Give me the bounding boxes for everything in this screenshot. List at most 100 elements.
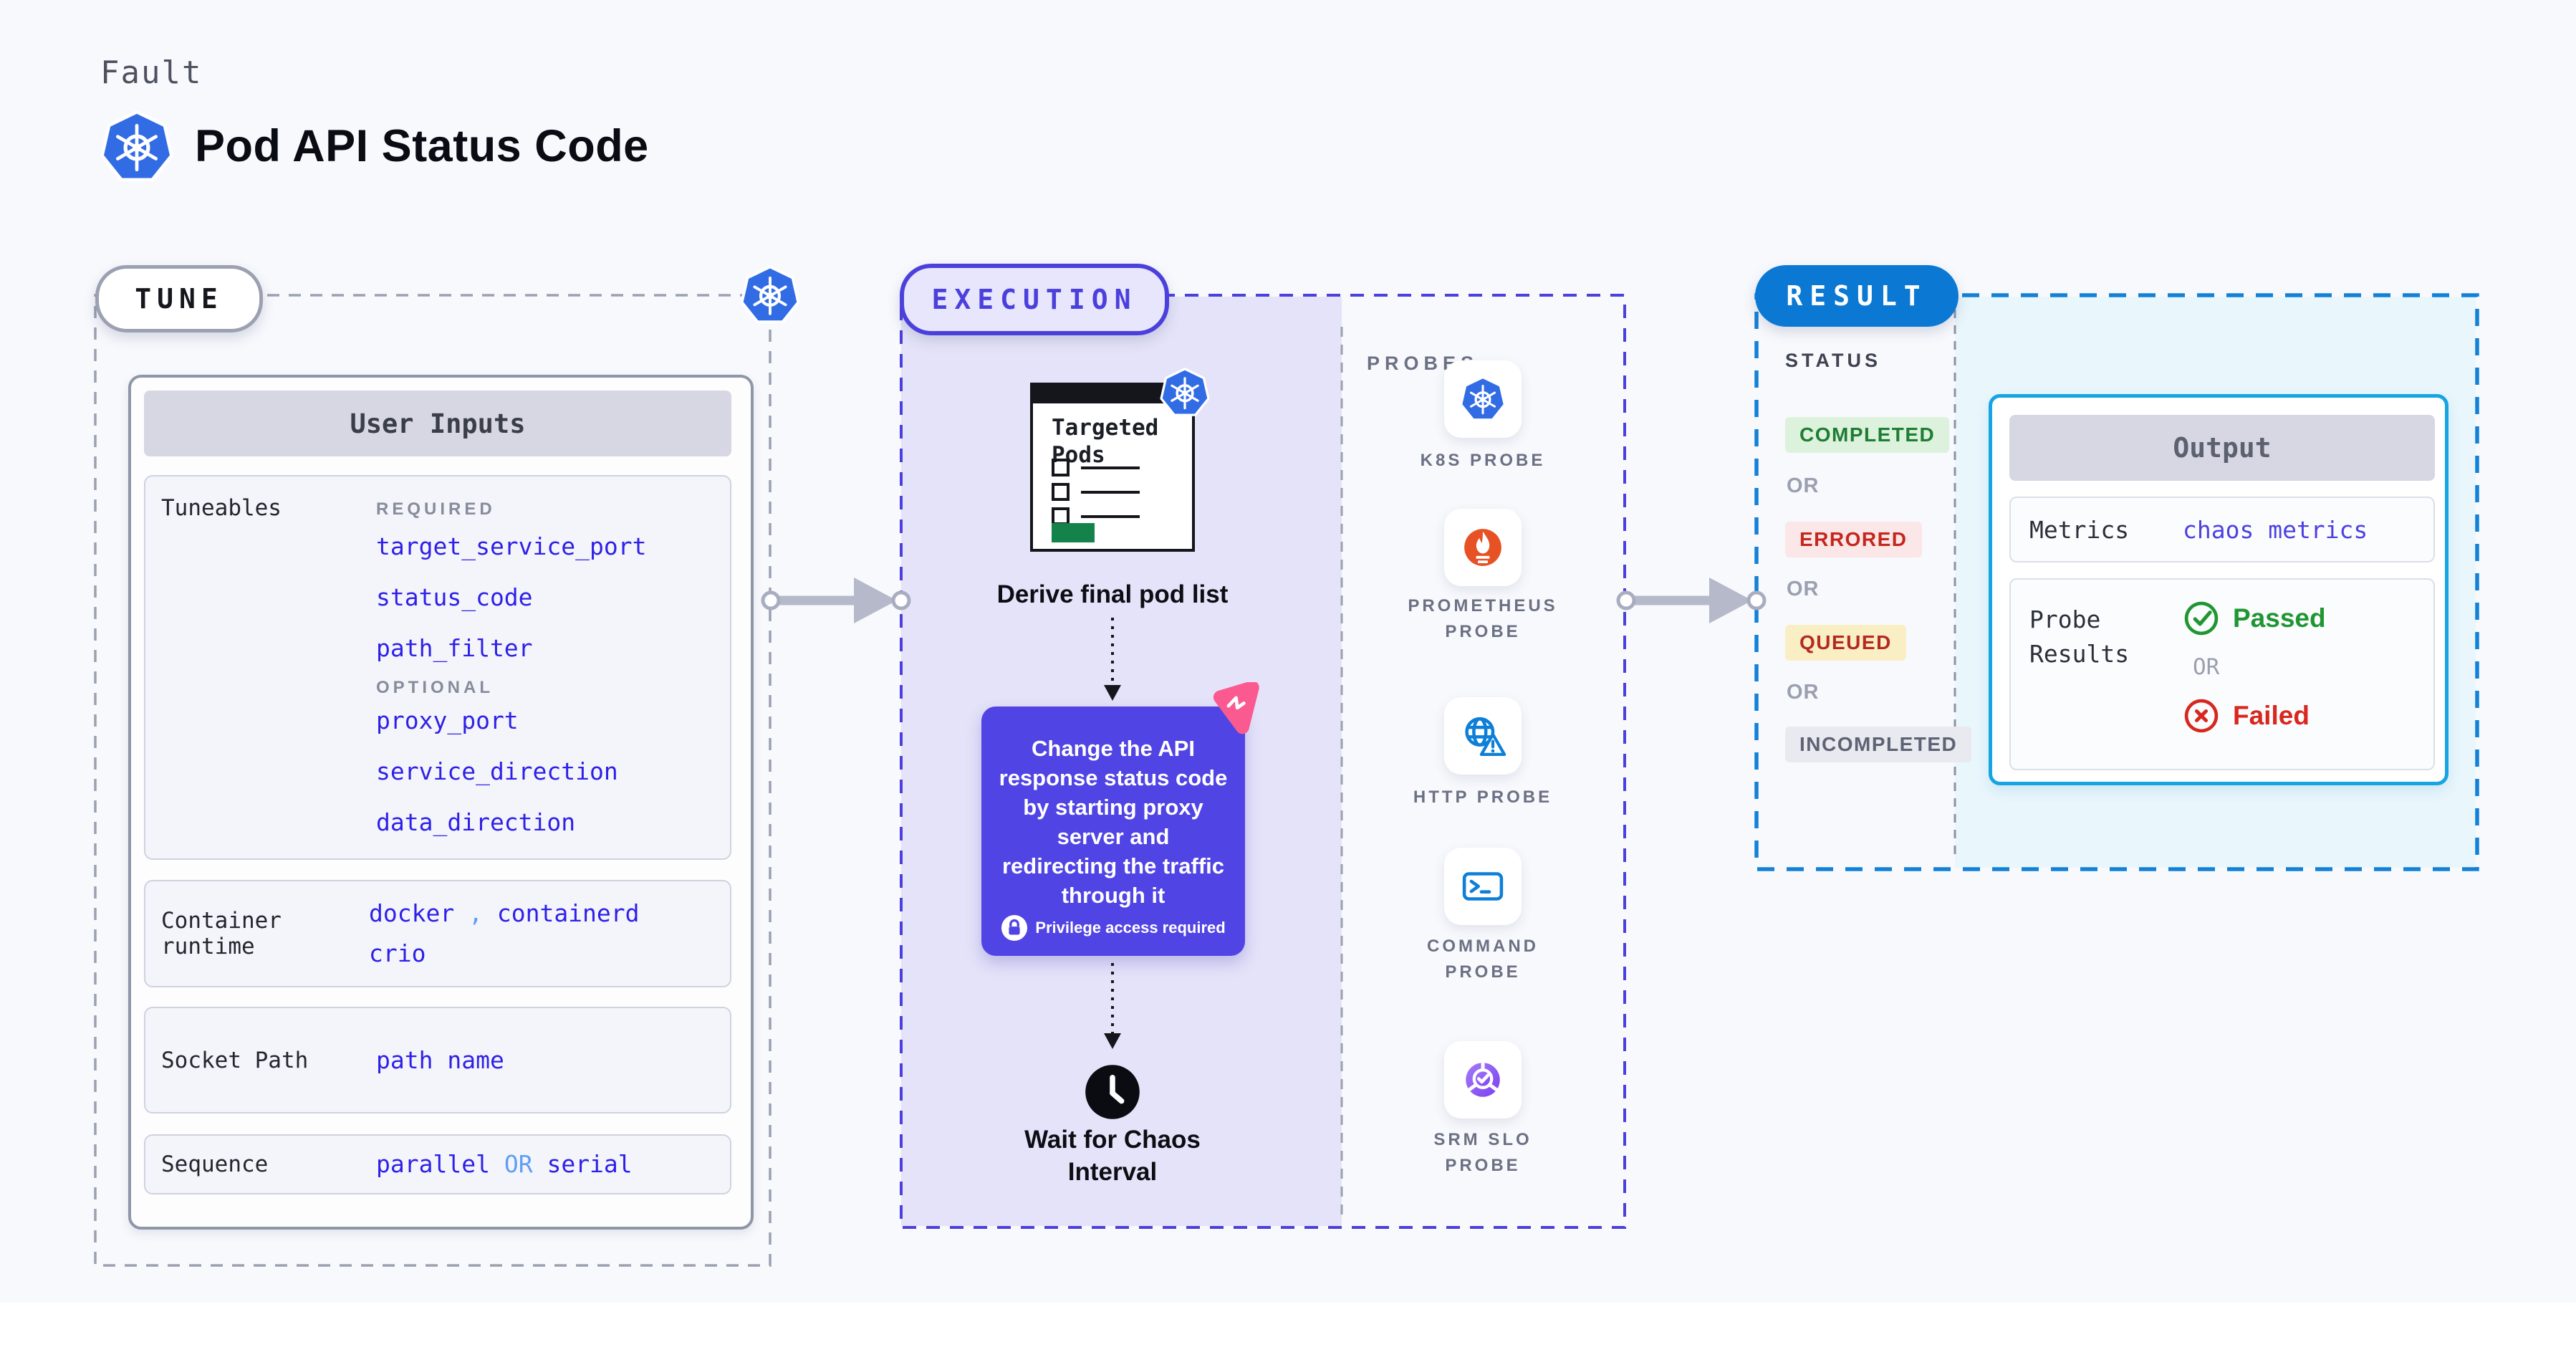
probe-card-k8s bbox=[1444, 360, 1522, 438]
targeted-pods-title: Targeted Pods bbox=[1052, 415, 1159, 468]
arrow-right-icon bbox=[1616, 578, 1767, 623]
status-badge-completed: COMPLETED bbox=[1785, 417, 1950, 453]
tuneable-service-direction: service_direction bbox=[376, 757, 618, 785]
status-heading: STATUS bbox=[1785, 350, 1881, 371]
probe-card-prometheus bbox=[1444, 509, 1522, 586]
optional-label: OPTIONAL bbox=[376, 678, 494, 697]
list-line bbox=[1081, 514, 1140, 518]
arrow-right-icon bbox=[761, 578, 911, 623]
kubernetes-icon bbox=[1459, 375, 1506, 423]
tune-dashed-border bbox=[94, 294, 772, 1267]
check-circle-icon bbox=[2183, 600, 2220, 637]
globe-warning-icon bbox=[1458, 711, 1508, 761]
page-title: Pod API Status Code bbox=[195, 121, 649, 171]
slo-pie-icon bbox=[1457, 1054, 1509, 1106]
sequence-value: parallel OR serial bbox=[376, 1144, 691, 1184]
or-separator: OR bbox=[1787, 681, 1820, 704]
probe-card-command bbox=[1444, 848, 1522, 925]
probe-label: HTTP PROBE bbox=[1413, 787, 1553, 807]
lock-icon bbox=[1001, 914, 1028, 942]
socket-path-card: Socket Path path name bbox=[144, 1007, 731, 1113]
clock-icon bbox=[1082, 1062, 1143, 1122]
required-label: REQUIRED bbox=[376, 499, 496, 519]
kubernetes-logo-icon bbox=[99, 109, 175, 185]
status-badge-queued: QUEUED bbox=[1785, 625, 1906, 661]
output-header: Output bbox=[2009, 415, 2435, 481]
tune-section-badge: TUNE bbox=[95, 265, 263, 332]
fault-action-card: Change the API response status code by s… bbox=[981, 707, 1245, 956]
terminal-icon bbox=[1458, 861, 1508, 911]
passed-label: Passed bbox=[2233, 603, 2326, 633]
fault-kicker: Fault bbox=[100, 54, 203, 91]
result-section-badge: RESULT bbox=[1755, 265, 1959, 327]
pods-green-button bbox=[1052, 523, 1095, 542]
runtime-containerd: containerd bbox=[496, 899, 640, 927]
metrics-row: Metrics chaos metrics bbox=[2009, 497, 2435, 562]
probe-results-row: Probe Results Passed OR Failed bbox=[2009, 578, 2435, 770]
sequence-serial: serial bbox=[547, 1150, 633, 1178]
status-badge-errored: ERRORED bbox=[1785, 522, 1922, 557]
list-line bbox=[1081, 490, 1140, 494]
privilege-note: Privilege access required bbox=[981, 914, 1245, 942]
dotted-arrow-icon bbox=[1104, 618, 1121, 701]
probe-card-srm-slo bbox=[1444, 1041, 1522, 1119]
status-badge-incompleted: INCOMPLETED bbox=[1785, 727, 1972, 762]
execution-dashed-border bbox=[900, 294, 1626, 1229]
sequence-parallel: parallel bbox=[376, 1150, 490, 1178]
privilege-note-text: Privilege access required bbox=[1035, 919, 1226, 937]
runtime-docker: docker bbox=[369, 899, 455, 927]
sequence-label: Sequence bbox=[161, 1151, 269, 1177]
user-inputs-header: User Inputs bbox=[144, 391, 731, 456]
x-circle-icon bbox=[2183, 697, 2220, 734]
result-dashed-border bbox=[1754, 293, 2479, 871]
probe-results-label: Probe Results bbox=[2029, 605, 2130, 668]
checkbox-icon bbox=[1052, 459, 1070, 476]
kubernetes-icon bbox=[1159, 367, 1211, 418]
pod-list-item bbox=[1052, 483, 1140, 501]
list-line bbox=[1081, 466, 1140, 469]
output-card: Output Metrics chaos metrics Probe Resul… bbox=[1989, 394, 2448, 785]
sequence-card: Sequence parallel OR serial bbox=[144, 1134, 731, 1194]
tuneable-target-service-port: target_service_port bbox=[376, 532, 647, 560]
checkbox-icon bbox=[1052, 483, 1070, 501]
container-runtime-label: Container runtime bbox=[161, 908, 282, 959]
tuneables-card: Tuneables REQUIRED target_service_port s… bbox=[144, 475, 731, 860]
or-separator: OR bbox=[1787, 578, 1820, 600]
passed-row: Passed bbox=[2183, 600, 2326, 637]
tuneables-label: Tuneables bbox=[161, 495, 282, 521]
or-separator: OR bbox=[1787, 474, 1820, 497]
targeted-pods-card: Targeted Pods bbox=[1030, 383, 1195, 552]
failed-label: Failed bbox=[2233, 701, 2310, 730]
runtime-crio: crio bbox=[369, 939, 426, 967]
metrics-value: chaos metrics bbox=[2183, 515, 2368, 544]
runtime-separator: , bbox=[468, 899, 483, 927]
container-runtime-values: docker , containerd crio bbox=[369, 894, 684, 974]
probe-label: PROMETHEUS PROBE bbox=[1408, 596, 1558, 641]
bottom-strip bbox=[0, 1303, 2576, 1365]
tuneable-status-code: status_code bbox=[376, 583, 533, 611]
metrics-label: Metrics bbox=[2029, 515, 2130, 544]
probe-label: SRM SLO PROBE bbox=[1433, 1130, 1532, 1175]
pod-list-item bbox=[1052, 459, 1140, 476]
tuneable-data-direction: data_direction bbox=[376, 808, 576, 836]
wait-chaos-caption: Wait for Chaos Interval bbox=[1024, 1126, 1201, 1186]
fault-action-text: Change the API response status code by s… bbox=[999, 736, 1228, 908]
probe-card-http bbox=[1444, 697, 1522, 775]
or-separator: OR bbox=[2193, 654, 2220, 680]
tuneable-proxy-port: proxy_port bbox=[376, 707, 519, 734]
execution-section-badge: EXECUTION bbox=[900, 264, 1169, 335]
dotted-arrow-icon bbox=[1104, 963, 1121, 1049]
prometheus-icon bbox=[1458, 522, 1508, 573]
chaos-pink-icon bbox=[1209, 682, 1265, 738]
probe-label: K8S PROBE bbox=[1420, 451, 1546, 470]
probe-label: COMMAND PROBE bbox=[1427, 937, 1539, 982]
container-runtime-card: Container runtime docker , containerd cr… bbox=[144, 880, 731, 987]
socket-path-label: Socket Path bbox=[161, 1047, 309, 1073]
kubernetes-icon bbox=[739, 264, 801, 326]
socket-path-value: path name bbox=[376, 1045, 504, 1074]
sequence-or: OR bbox=[504, 1150, 533, 1178]
tuneable-path-filter: path_filter bbox=[376, 634, 533, 662]
failed-row: Failed bbox=[2183, 697, 2326, 734]
